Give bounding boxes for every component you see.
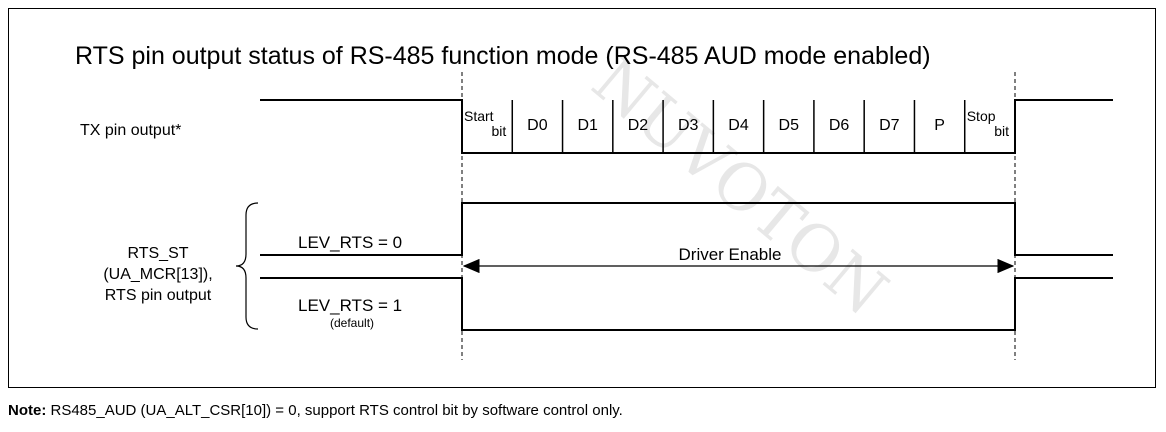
lev-rts-1-default: (default) <box>330 316 375 330</box>
rts-label-line: (UA_MCR[13]), <box>103 266 213 283</box>
rts-lev0-waveform <box>260 202 1113 256</box>
bit-label: D3 <box>677 117 699 134</box>
bit-label: D1 <box>577 117 598 134</box>
bit-label: D7 <box>879 117 900 134</box>
note-body: RS485_AUD (UA_ALT_CSR[10]) = 0, support … <box>46 402 623 419</box>
tx-bit-cells <box>511 100 966 153</box>
tx-waveform <box>260 99 1113 154</box>
bit-label: D5 <box>778 117 799 134</box>
curly-brace <box>235 202 259 330</box>
tx-pin-label: TX pin output* <box>80 122 182 139</box>
bit-label: P <box>934 117 945 134</box>
bit-label-line: Stop <box>966 108 996 124</box>
bit-label-line: bit <box>491 123 507 139</box>
diagram-frame <box>8 8 1156 388</box>
note-text: Note: RS485_AUD (UA_ALT_CSR[10]) = 0, su… <box>8 402 623 419</box>
note-prefix: Note: <box>8 402 47 419</box>
bit-label-line: Start <box>464 108 494 124</box>
diagram-title: RTS pin output status of RS-485 function… <box>75 42 931 70</box>
rts-label-line: RTS_ST <box>127 245 189 262</box>
bit-label: D2 <box>627 117 649 134</box>
lev-rts-0-label: LEV_RTS = 0 <box>298 233 403 252</box>
lev-rts-1-label: LEV_RTS = 1 <box>298 296 403 315</box>
bit-label: D6 <box>828 117 850 134</box>
bit-label-line: bit <box>994 123 1009 139</box>
rts-lev1-waveform <box>260 277 1113 331</box>
rts-label-line: RTS pin output <box>104 287 212 304</box>
bit-label: D4 <box>728 117 749 134</box>
rts-pin-label: RTS_ST (UA_MCR[13]), RTS pin output <box>82 243 234 306</box>
bit-label: D0 <box>527 117 548 134</box>
